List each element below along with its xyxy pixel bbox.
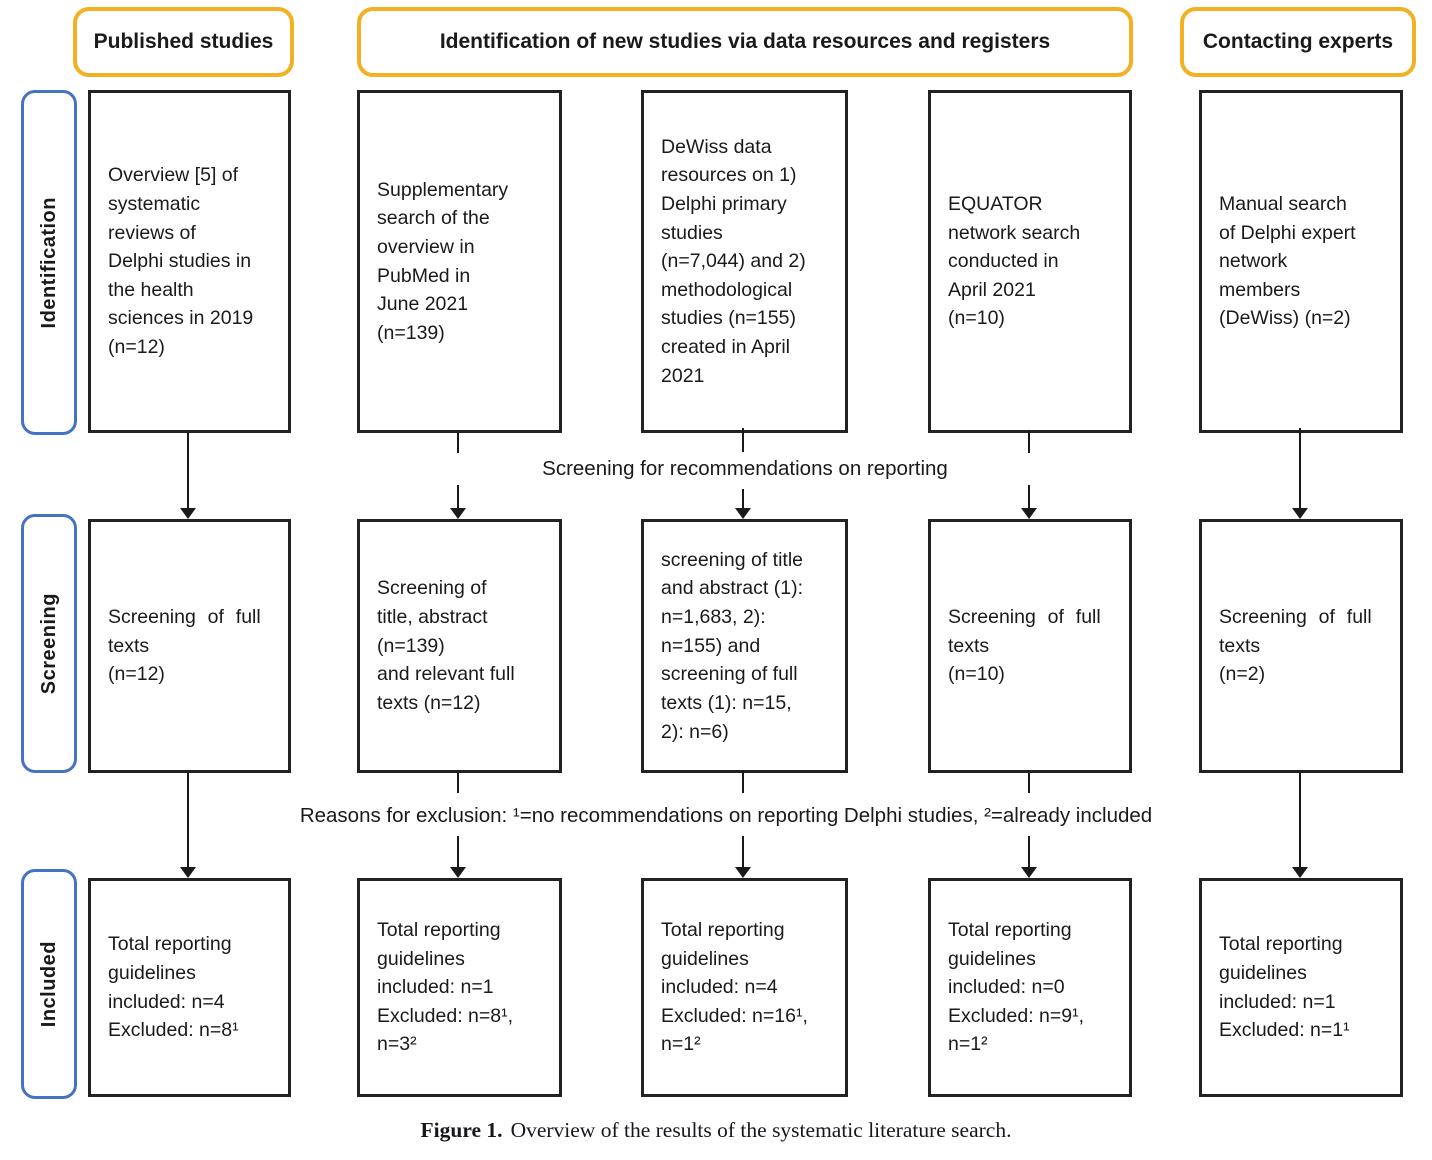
box-included-dewiss: Total reporting guidelines included: n=4… (641, 878, 848, 1097)
stage-screening-label: Screening (37, 592, 60, 695)
box-included-published-studies: Total reporting guidelines included: n=4… (88, 878, 291, 1097)
box-identification-equator-search-text: EQUATOR network search conducted in Apri… (948, 192, 1081, 330)
box-included-dewiss-text: Total reporting guidelines included: n=4… (661, 918, 808, 1056)
connector-col3-box-to-note (735, 428, 751, 452)
stage-included: Included (21, 869, 77, 1099)
note-screening-for-recommendations: Screening for recommendations on reporti… (385, 453, 1105, 485)
header-published-studies: Published studies (73, 7, 294, 77)
header-contacting-experts-label: Contacting experts (1202, 30, 1394, 53)
arrow-col1-identification-to-screening (180, 432, 196, 519)
arrow-col3-note-to-screening (735, 489, 751, 519)
box-included-equator: Total reporting guidelines included: n=0… (928, 878, 1132, 1097)
stage-screening: Screening (21, 514, 77, 773)
connector-col3-box-to-exclusion-note (735, 770, 751, 793)
box-included-equator-text: Total reporting guidelines included: n=0… (948, 918, 1085, 1056)
stage-identification-label: Identification (37, 196, 60, 329)
box-included-published-studies-text: Total reporting guidelines included: n=4… (108, 933, 239, 1042)
box-included-pubmed: Total reporting guidelines included: n=1… (357, 878, 562, 1097)
box-screening-experts: Screening of full texts (n=2) (1199, 519, 1403, 773)
box-identification-published-studies-text: Overview [5] of systematic reviews of De… (108, 164, 254, 359)
header-identification-new-studies: Identification of new studies via data r… (357, 7, 1133, 77)
box-screening-pubmed-text: Screening of title, abstract (n=139) and… (377, 577, 515, 714)
header-identification-new-studies-label: Identification of new studies via data r… (439, 30, 1051, 53)
box-screening-published-studies-text: Screening of full texts (n=12) (108, 606, 261, 686)
arrow-col4-note-to-included (1021, 836, 1037, 878)
box-included-experts-text: Total reporting guidelines included: n=1… (1219, 933, 1350, 1042)
arrow-col5-screening-to-included (1292, 772, 1308, 878)
box-screening-dewiss: screening of title and abstract (1): n=1… (641, 519, 848, 773)
box-identification-manual-search: Manual search of Delphi expert network m… (1199, 90, 1403, 433)
box-screening-equator-text: Screening of full texts (n=10) (948, 606, 1101, 686)
box-included-experts: Total reporting guidelines included: n=1… (1199, 878, 1403, 1097)
header-contacting-experts: Contacting experts (1180, 7, 1416, 77)
box-identification-equator-search: EQUATOR network search conducted in Apri… (928, 90, 1132, 433)
box-identification-published-studies: Overview [5] of systematic reviews of De… (88, 90, 291, 433)
box-screening-experts-text: Screening of full texts (n=2) (1219, 606, 1372, 686)
connector-col4-box-to-exclusion-note (1021, 772, 1037, 793)
box-included-pubmed-text: Total reporting guidelines included: n=1… (377, 918, 514, 1056)
stage-included-label: Included (37, 940, 60, 1028)
arrow-col1-screening-to-included (180, 772, 196, 878)
connector-col2-box-to-note (450, 772, 466, 793)
figure-caption-label: Figure 1. (420, 1118, 503, 1142)
arrow-col3-note-to-included (735, 836, 751, 878)
figure-caption: Figure 1. Overview of the results of the … (0, 1118, 1432, 1143)
box-screening-dewiss-text: screening of title and abstract (1): n=1… (661, 548, 803, 743)
figure-caption-text: Overview of the results of the systemati… (510, 1118, 1012, 1142)
box-identification-dewiss-resources-text: DeWiss data resources on 1) Delphi prima… (661, 135, 806, 387)
box-identification-pubmed-search: Supplementary search of the overview in … (357, 90, 562, 433)
header-published-studies-label: Published studies (93, 30, 274, 53)
note-reasons-for-exclusion: Reasons for exclusion: ¹=no recommendati… (196, 800, 1256, 832)
box-identification-pubmed-search-text: Supplementary search of the overview in … (377, 178, 509, 344)
box-screening-published-studies: Screening of full texts (n=12) (88, 519, 291, 773)
box-identification-manual-search-text: Manual search of Delphi expert network m… (1219, 192, 1356, 330)
arrow-col2-note-to-included (450, 836, 466, 878)
stage-identification: Identification (21, 90, 77, 435)
arrow-col5-identification-to-screening (1292, 428, 1308, 519)
box-screening-equator: Screening of full texts (n=10) (928, 519, 1132, 773)
box-screening-pubmed: Screening of title, abstract (n=139) and… (357, 519, 562, 773)
box-identification-dewiss-resources: DeWiss data resources on 1) Delphi prima… (641, 90, 848, 433)
